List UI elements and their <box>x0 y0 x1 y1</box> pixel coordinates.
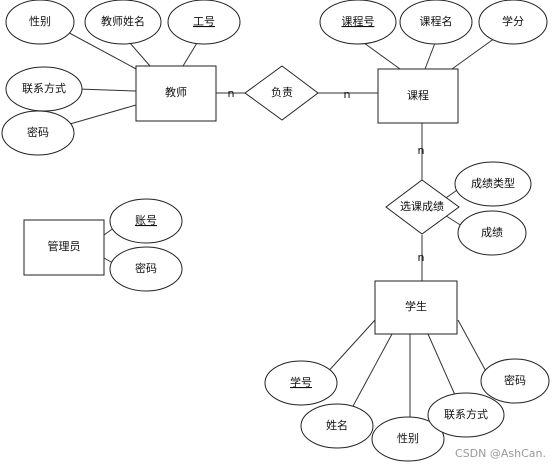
entity-admin <box>23 219 105 276</box>
entity-course-label: 课程 <box>407 89 429 102</box>
cardinality-teacher-responsible: n <box>228 87 235 100</box>
attr-student-password-label: 密码 <box>504 373 526 387</box>
attr-course-credit-label: 学分 <box>502 14 524 28</box>
attr-course-name <box>399 0 473 45</box>
attr-student-id-label: 学号 <box>290 375 312 389</box>
cardinalities: n n n n <box>228 87 425 264</box>
attributes-course: 课程号 课程名 学分 <box>319 0 548 45</box>
line-course-credit <box>451 37 496 70</box>
attr-teacher-password <box>1 110 75 156</box>
relationship-select-course-label: 选课成绩 <box>400 200 444 213</box>
attr-select-score-label: 成绩 <box>481 226 503 239</box>
attributes-admin: 账号 密码 <box>109 198 183 292</box>
line-teacher-password <box>69 104 137 125</box>
attr-course-id-label: 课程号 <box>342 15 375 28</box>
line-teacher-gender <box>59 27 139 71</box>
line-teacher-contact <box>77 88 137 92</box>
attr-student-gender <box>371 416 445 462</box>
attr-student-name-label: 姓名 <box>326 418 348 432</box>
relationship-responsible-label: 负责 <box>271 85 293 99</box>
attr-course-credit <box>478 0 548 45</box>
attr-select-type <box>454 161 532 207</box>
attr-course-name-label: 课程名 <box>420 14 453 28</box>
entity-admin-label: 管理员 <box>48 239 81 253</box>
entity-teacher-label: 教师 <box>165 86 187 99</box>
attr-student-gender-label: 性别 <box>397 431 419 445</box>
cardinality-select-student: n <box>418 251 425 264</box>
cardinality-responsible-course: n <box>344 88 351 101</box>
attr-course-id <box>319 0 397 45</box>
relationship-select-course <box>385 179 460 235</box>
attr-teacher-contact-label: 联系方式 <box>22 81 66 95</box>
attr-select-score <box>457 210 527 256</box>
entity-course <box>377 68 459 124</box>
attr-teacher-name-label: 教师姓名 <box>101 14 145 28</box>
line-course-name <box>424 42 436 70</box>
line-course-id <box>359 39 401 70</box>
cardinality-course-select: n <box>418 144 425 157</box>
line-student-name <box>351 333 393 409</box>
entities: 教师 课程 管理员 学生 <box>23 65 459 335</box>
relationship-responsible <box>244 65 319 121</box>
attr-student-contact-label: 联系方式 <box>444 407 488 421</box>
entity-student-label: 学生 <box>405 299 427 313</box>
attr-teacher-gender-label: 性别 <box>29 14 51 28</box>
attr-student-id <box>264 360 338 406</box>
attr-teacher-gender <box>5 0 75 45</box>
attributes-teacher: 性别 教师姓名 工号 联系方式 密码 <box>1 0 241 156</box>
attr-admin-password-label: 密码 <box>135 261 157 275</box>
attr-admin-password <box>109 246 183 292</box>
entity-student <box>374 280 458 335</box>
relationships: 负责 选课成绩 <box>244 65 460 235</box>
attr-admin-account-label: 账号 <box>135 214 157 227</box>
line-student-sid <box>324 319 376 376</box>
attr-student-contact <box>427 392 505 438</box>
line-student-password <box>457 319 489 376</box>
attr-teacher-name <box>84 0 162 45</box>
attributes-student: 学号 姓名 性别 联系方式 密码 <box>264 358 550 462</box>
line-student-contact <box>427 333 456 396</box>
attr-student-password <box>480 358 550 404</box>
attr-teacher-id <box>167 0 241 45</box>
attr-student-name <box>300 403 374 449</box>
attributes-selection: 成绩类型 成绩 <box>454 161 532 256</box>
attr-teacher-id-label: 工号 <box>193 15 215 28</box>
watermark: CSDN @AshCan. <box>455 447 546 460</box>
entity-teacher <box>135 65 217 122</box>
attr-select-type-label: 成绩类型 <box>471 176 515 190</box>
attr-admin-account <box>109 198 183 244</box>
attr-teacher-password-label: 密码 <box>27 125 49 139</box>
